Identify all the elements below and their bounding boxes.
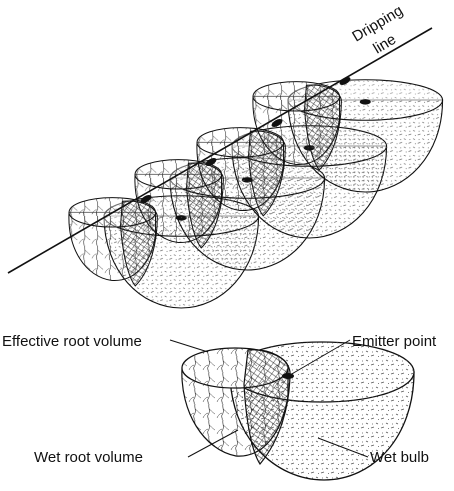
top-bulb-assembly [68, 79, 444, 309]
wet-bulb-label: Wet bulb [370, 449, 429, 466]
effective-root-volume-label: Effective root volume [2, 333, 142, 350]
leader-wet-root [187, 429, 239, 458]
leader-wet-bulb [317, 437, 369, 458]
emitter-3 [271, 119, 283, 127]
leader-effective-root [169, 339, 209, 353]
emitter-4 [339, 77, 351, 85]
leader-lines [169, 339, 369, 458]
emitter-1 [140, 195, 152, 203]
dripping-line [7, 27, 433, 274]
wet-root-shape [243, 349, 291, 466]
emitter-point-label: Emitter point [352, 333, 437, 350]
leader-emitter-point [289, 339, 351, 376]
detail-bulb [181, 341, 415, 481]
emitters [140, 77, 351, 203]
emitter-2 [205, 158, 217, 166]
wet-root-volume-label: Wet root volume [34, 449, 143, 466]
